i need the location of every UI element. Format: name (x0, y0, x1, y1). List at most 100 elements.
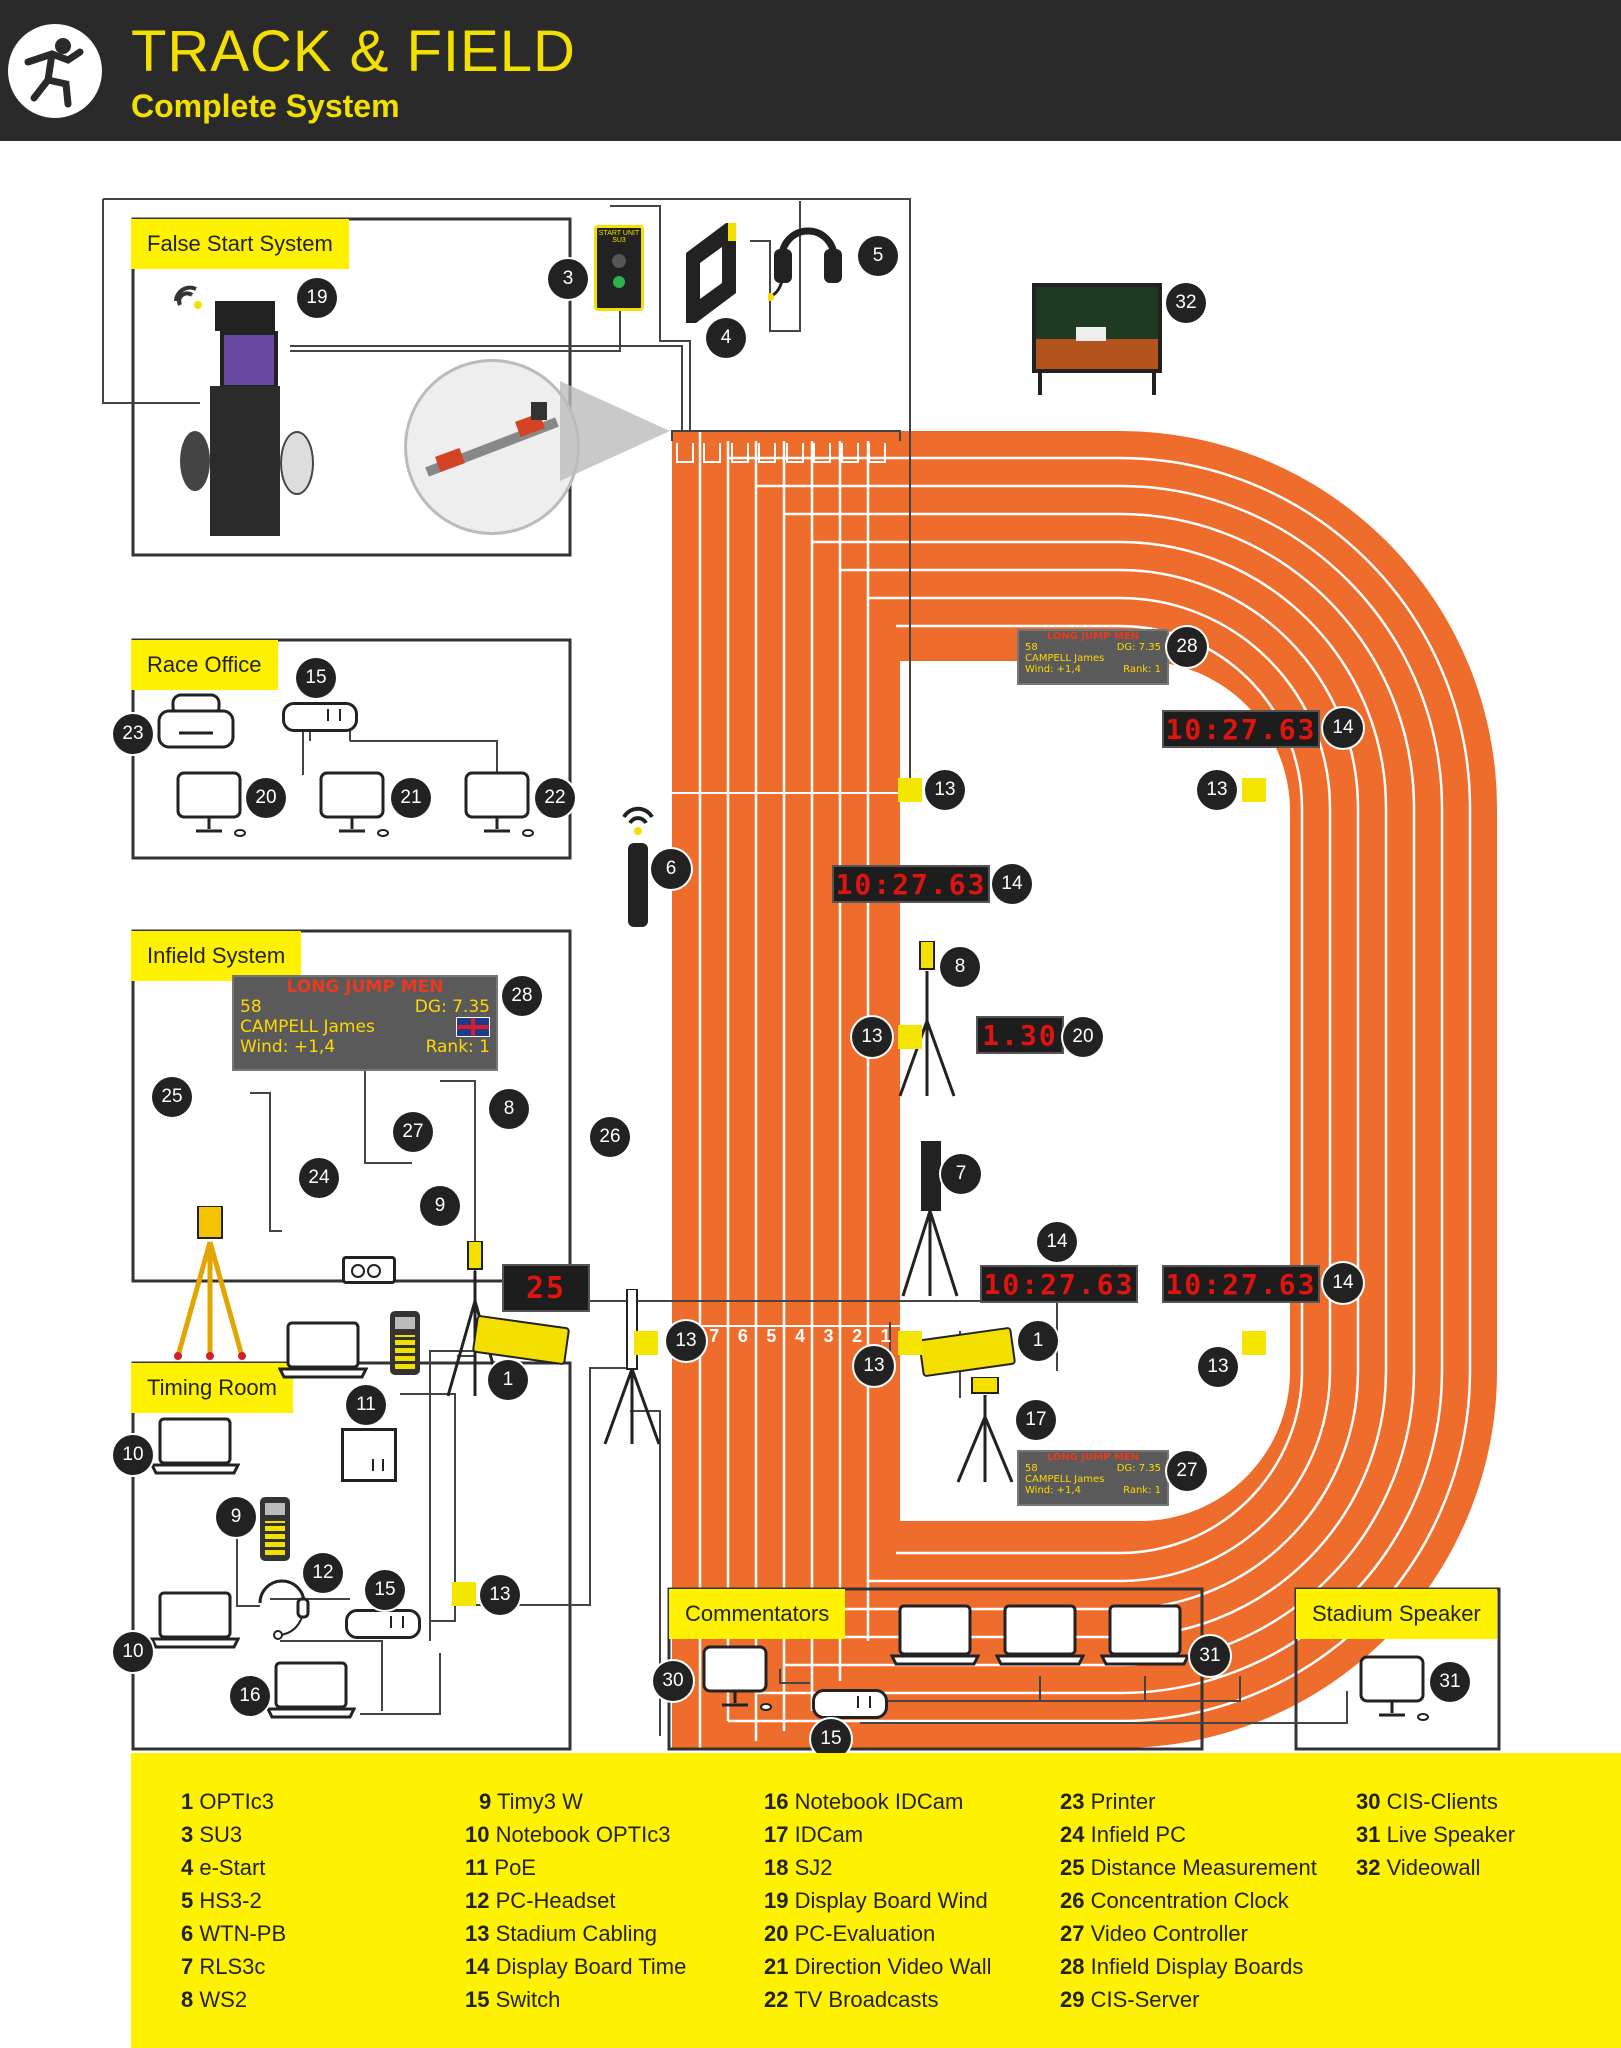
callout-badge: 8 (940, 947, 980, 987)
timy3-handheld-icon (390, 1311, 420, 1375)
display-board-time-middle: 10:27.63 (832, 865, 990, 903)
starting-block-icon (758, 443, 777, 463)
lane-number: 4 (794, 1326, 805, 1346)
lane-number: 5 (766, 1326, 777, 1346)
legend-item: 18 SJ2 (764, 1855, 833, 1880)
switch-icon (345, 1609, 421, 1639)
callout-badge: 15 (365, 1570, 405, 1610)
lane-number: 7 (709, 1326, 720, 1346)
callout-badge: 31 (1430, 1662, 1470, 1702)
callout-badge: 27 (393, 1112, 433, 1152)
infield-board-rank: Rank: 1 (1123, 1485, 1161, 1496)
callout-badge: 17 (1016, 1400, 1056, 1440)
light-tripod-icon (597, 1288, 667, 1449)
e-start-icon (682, 223, 742, 323)
legend-item: 9 Timy3 W (479, 1789, 583, 1814)
laptop-icon (994, 1604, 1086, 1670)
panel-label-race-office: Race Office (131, 640, 278, 690)
lane-number: 1 (880, 1326, 891, 1346)
infield-board-name: CAMPELL James (240, 1017, 375, 1037)
panel-label-infield: Infield System (131, 931, 302, 981)
callout-badge: 13 (925, 770, 965, 810)
legend-item: 26 Concentration Clock (1060, 1888, 1289, 1913)
display-board-time-upper: 10:27.63 (1162, 710, 1320, 748)
stadium-cabling-box (898, 778, 922, 802)
lane-number: 3 (823, 1326, 834, 1346)
callout-badge: 1 (488, 1360, 528, 1400)
monitor-icon (698, 1645, 773, 1715)
legend-item: 28 Infield Display Boards (1060, 1954, 1304, 1979)
legend-item: 13 Stadium Cabling (465, 1921, 658, 1946)
laptop-icon (265, 1661, 357, 1721)
callout-badge: 23 (113, 714, 153, 754)
legend-item: 10 Notebook OPTIc3 (465, 1822, 671, 1847)
infield-board-title: LONG JUMP MEN (1046, 1452, 1140, 1463)
legend-item: 16 Notebook IDCam (764, 1789, 964, 1814)
sj2-camera-tower-icon (180, 301, 314, 541)
callout-badge: 8 (489, 1089, 529, 1129)
infield-board-rank: Rank: 1 (1123, 664, 1161, 675)
callout-badge: 9 (420, 1186, 460, 1226)
starting-block-icon (703, 443, 722, 463)
stadium-cabling-box (1242, 778, 1266, 802)
legend-item: 19 Display Board Wind (764, 1888, 988, 1913)
magnifier-beam (560, 381, 670, 481)
infield-board-dg: DG: 7.35 (414, 997, 490, 1017)
callout-badge: 30 (653, 1661, 693, 1701)
printer-icon (155, 693, 235, 753)
callout-badge: 19 (297, 278, 337, 318)
infield-board-title: LONG JUMP MEN (1046, 631, 1140, 642)
display-board-wind: 1.30 (976, 1016, 1064, 1054)
panel-label-timing-room: Timing Room (131, 1363, 293, 1413)
callout-badge: 13 (852, 1017, 892, 1057)
callout-badge: 16 (230, 1676, 270, 1716)
monitor-icon (172, 771, 247, 841)
stadium-cabling-box (1242, 1331, 1266, 1355)
legend-item: 31 Live Speaker (1356, 1822, 1516, 1847)
panel-label-stadium-speaker: Stadium Speaker (1296, 1589, 1497, 1639)
video-controller-icon (342, 1256, 396, 1284)
legend-item: 12 PC-Headset (465, 1888, 616, 1913)
callout-badge: 3 (548, 259, 588, 299)
callout-badge: 11 (346, 1385, 386, 1425)
system-diagram: False Start System Race Office Infield S… (0, 141, 1621, 1759)
callout-badge: 28 (1167, 627, 1207, 667)
videowall-icon (1032, 283, 1162, 395)
callout-badge: 28 (502, 976, 542, 1016)
legend-item: 17 IDCam (764, 1822, 864, 1847)
callout-badge: 15 (296, 658, 336, 698)
starting-block-icon (867, 443, 886, 463)
switch-icon (282, 702, 358, 732)
starting-block-icon (785, 443, 804, 463)
idcam-tripod-icon (950, 1376, 1020, 1487)
legend-item: 20 PC-Evaluation (764, 1921, 936, 1946)
legend-item: 29 CIS-Server (1060, 1987, 1200, 2012)
laptop-icon (277, 1321, 369, 1381)
stadium-cabling-box (452, 1582, 476, 1606)
concentration-clock-display: 25 (502, 1264, 590, 1312)
callout-badge: 27 (1167, 1451, 1207, 1491)
lane-number: 6 (737, 1326, 748, 1346)
monitor-icon (460, 771, 535, 841)
callout-badge: 14 (1323, 1263, 1363, 1303)
distance-measurement-tripod-icon (170, 1205, 250, 1366)
wind-sensor-tripod-icon (892, 940, 962, 1101)
legend-item: 22 TV Broadcasts (764, 1987, 939, 2012)
panel-label-false-start: False Start System (131, 219, 349, 269)
callout-badge: 21 (391, 778, 431, 818)
lane-number: 2 (852, 1326, 863, 1346)
uk-flag-icon (456, 1017, 490, 1037)
callout-badge: 5 (858, 236, 898, 276)
callout-badge: 31 (1190, 1636, 1230, 1676)
lane-numbers: 7 6 5 4 3 2 1 (700, 1326, 900, 1356)
callout-badge: 32 (1166, 283, 1206, 323)
laptop-icon (889, 1604, 981, 1670)
callout-badge: 13 (480, 1575, 520, 1615)
laptop-icon (149, 1591, 241, 1651)
callout-badge: 7 (941, 1154, 981, 1194)
legend-item: 25 Distance Measurement (1060, 1855, 1317, 1880)
pc-headset-icon (252, 1571, 312, 1641)
